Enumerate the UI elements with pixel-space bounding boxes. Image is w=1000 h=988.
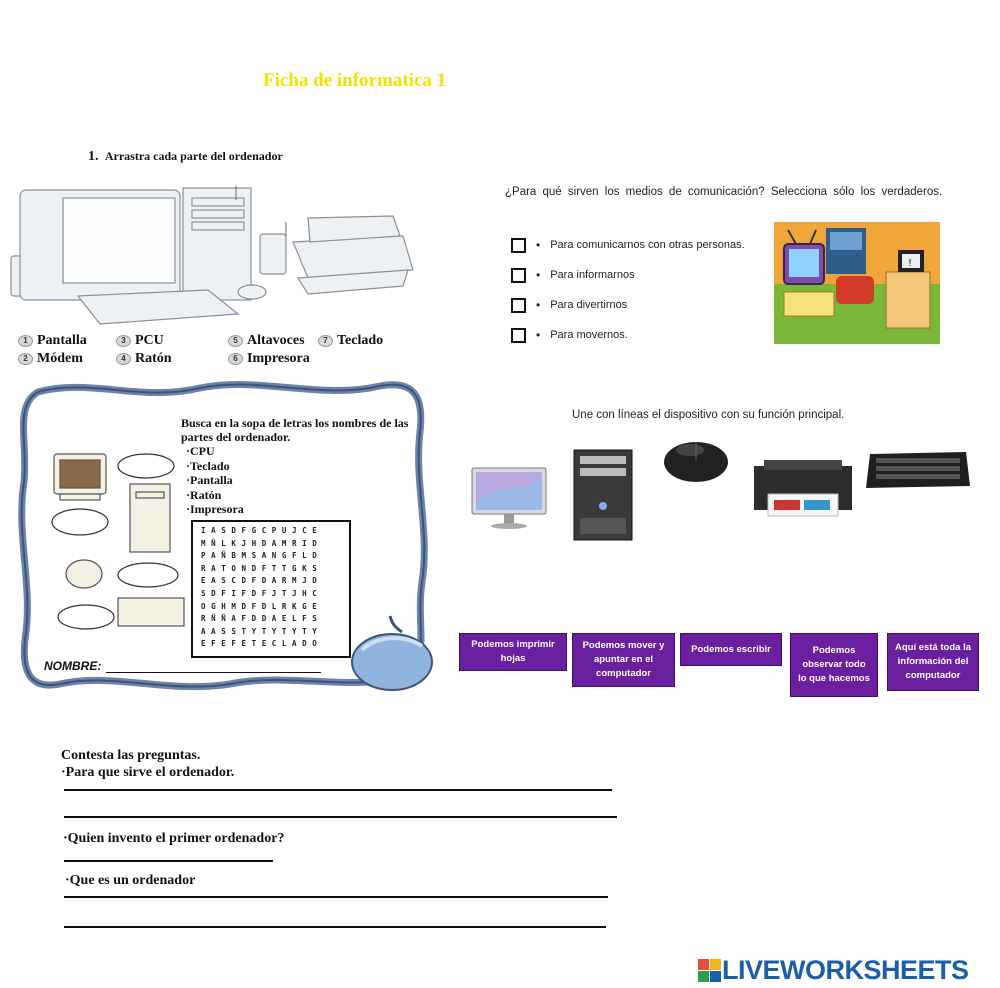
part-name: PCU xyxy=(135,333,164,348)
grid-row[interactable]: PAÑBMSANGFLD xyxy=(201,551,323,561)
bullet: • xyxy=(536,268,541,282)
media-question-prompt: ¿Para qué sirven los medios de comunicac… xyxy=(505,186,943,198)
grid-row[interactable]: OGHMDFDLRKGE xyxy=(201,601,323,611)
word-impresora: ·Impresora xyxy=(186,502,244,516)
part-label-2: 2 Módem xyxy=(18,351,83,367)
answer-line[interactable] xyxy=(64,789,612,791)
answer-line[interactable] xyxy=(64,896,608,898)
grid-row[interactable]: RATONDFTTGKS xyxy=(201,563,323,573)
bullet: • xyxy=(536,298,541,312)
number-badge: 1 xyxy=(18,335,33,347)
word-raton: ·Ratón xyxy=(186,487,222,502)
option-text: Para divertirnos xyxy=(550,299,628,311)
monitor-image xyxy=(471,467,547,529)
tower-image xyxy=(573,449,633,541)
media-option-3: • Para divertirnos xyxy=(511,290,771,320)
answer-checkbox[interactable] xyxy=(511,327,526,343)
bullet: • xyxy=(536,328,541,342)
function-box-observe[interactable]: Podemos observar todo lo que hacemos xyxy=(790,633,878,697)
name-input-line[interactable] xyxy=(106,672,321,673)
part-name: Ratón xyxy=(135,351,172,366)
word-search-grid[interactable]: IASDFGCPUJCE MÑLKJHDAMRID PAÑBMSANGFLD R… xyxy=(191,520,351,658)
media-option-4: • Para movernos. xyxy=(511,320,771,350)
answer-line[interactable] xyxy=(64,926,606,928)
grid-row[interactable]: AASSTYTYTYTY xyxy=(201,626,323,636)
number-badge: 6 xyxy=(228,353,243,365)
question-1-heading: 1. Arrastra cada parte del ordenador xyxy=(88,149,283,165)
printer-image xyxy=(754,460,852,517)
word-teclado: ·Teclado xyxy=(186,458,230,473)
answer-checkbox[interactable] xyxy=(511,297,526,313)
corner-mouse-illustration xyxy=(351,615,433,691)
open-question-3: ·Que es un ordenador xyxy=(65,873,196,888)
answer-checkbox[interactable] xyxy=(511,267,526,283)
part-name: Impresora xyxy=(247,351,310,366)
living-room-cartoon: ! xyxy=(774,222,940,344)
answer-line[interactable] xyxy=(64,860,273,862)
number-badge: 2 xyxy=(18,353,33,365)
media-option-2: • Para informarnos xyxy=(511,260,771,290)
open-question-2: ·Quien invento el primer ordenador? xyxy=(63,831,285,846)
liveworksheets-logo-icon xyxy=(698,958,721,982)
grid-row[interactable]: IASDFGCPUJCE xyxy=(201,526,323,535)
part-name: Altavoces xyxy=(247,333,305,348)
number-badge: 7 xyxy=(318,335,333,347)
function-box-mouse[interactable]: Podemos mover y apuntar en el computador xyxy=(572,633,675,687)
part-label-3: 3 PCU xyxy=(116,333,164,349)
question-1-instruction: Arrastra cada parte del ordenador xyxy=(104,149,283,163)
match-question-prompt: Une con líneas el dispositivo con su fun… xyxy=(572,409,845,421)
keyboard-image xyxy=(866,452,970,488)
grid-row[interactable]: EFEFETECLADO xyxy=(201,639,323,649)
part-label-5: 5 Altavoces xyxy=(228,333,305,349)
grid-row[interactable]: EASCDFDARMJD xyxy=(201,576,323,586)
option-text: Para movernos. xyxy=(550,329,628,341)
open-questions-heading: Contesta las preguntas. xyxy=(61,748,201,763)
number-badge: 5 xyxy=(228,335,243,347)
question-number: 1. xyxy=(88,149,99,164)
word-cpu: ·CPU xyxy=(186,444,215,458)
part-name: Módem xyxy=(37,351,83,366)
brand-name: LIVEWORKSHEETS xyxy=(722,955,969,985)
computer-set-illustration xyxy=(10,186,414,325)
part-name: Pantalla xyxy=(37,333,87,348)
bullet: • xyxy=(536,238,541,252)
svg-text:!: ! xyxy=(908,258,912,269)
open-question-1: ·Para que sirve el ordenador. xyxy=(61,765,235,780)
worksheet-title: Ficha de informatica 1 xyxy=(263,70,447,91)
answer-checkbox[interactable] xyxy=(511,237,526,253)
liveworksheets-brand: LIVEWORKSHEETS xyxy=(698,955,969,986)
grid-row[interactable]: RÑÑAFDDAELFS xyxy=(201,614,323,624)
media-option-1: • Para comunicarnos con otras personas. xyxy=(511,230,771,260)
answer-line[interactable] xyxy=(64,816,617,818)
name-label: NOMBRE: xyxy=(44,659,102,673)
mouse-image xyxy=(664,442,728,482)
function-box-info[interactable]: Aquí está toda la información del comput… xyxy=(887,633,979,691)
grid-row[interactable]: SDFIFDFJTJHC xyxy=(201,588,323,598)
number-badge: 4 xyxy=(116,353,131,365)
function-box-write[interactable]: Podemos escribir xyxy=(680,633,782,666)
part-label-1: 1 Pantalla xyxy=(18,333,87,349)
parts-bubbles-illustration xyxy=(51,453,185,630)
grid-row[interactable]: MÑLKJHDAMRID xyxy=(201,538,323,548)
part-label-4: 4 Ratón xyxy=(116,351,172,367)
option-text: Para informarnos xyxy=(550,269,635,281)
part-label-7: 7 Teclado xyxy=(318,333,383,349)
number-badge: 3 xyxy=(116,335,131,347)
function-box-print[interactable]: Podemos imprimir hojas xyxy=(459,633,567,671)
part-label-6: 6 Impresora xyxy=(228,351,310,367)
part-name: Teclado xyxy=(337,333,384,348)
word-search-instruction: Busca en la sopa de letras los nombres d… xyxy=(181,416,409,444)
option-text: Para comunicarnos con otras personas. xyxy=(550,239,745,251)
word-pantalla: ·Pantalla xyxy=(186,473,233,487)
